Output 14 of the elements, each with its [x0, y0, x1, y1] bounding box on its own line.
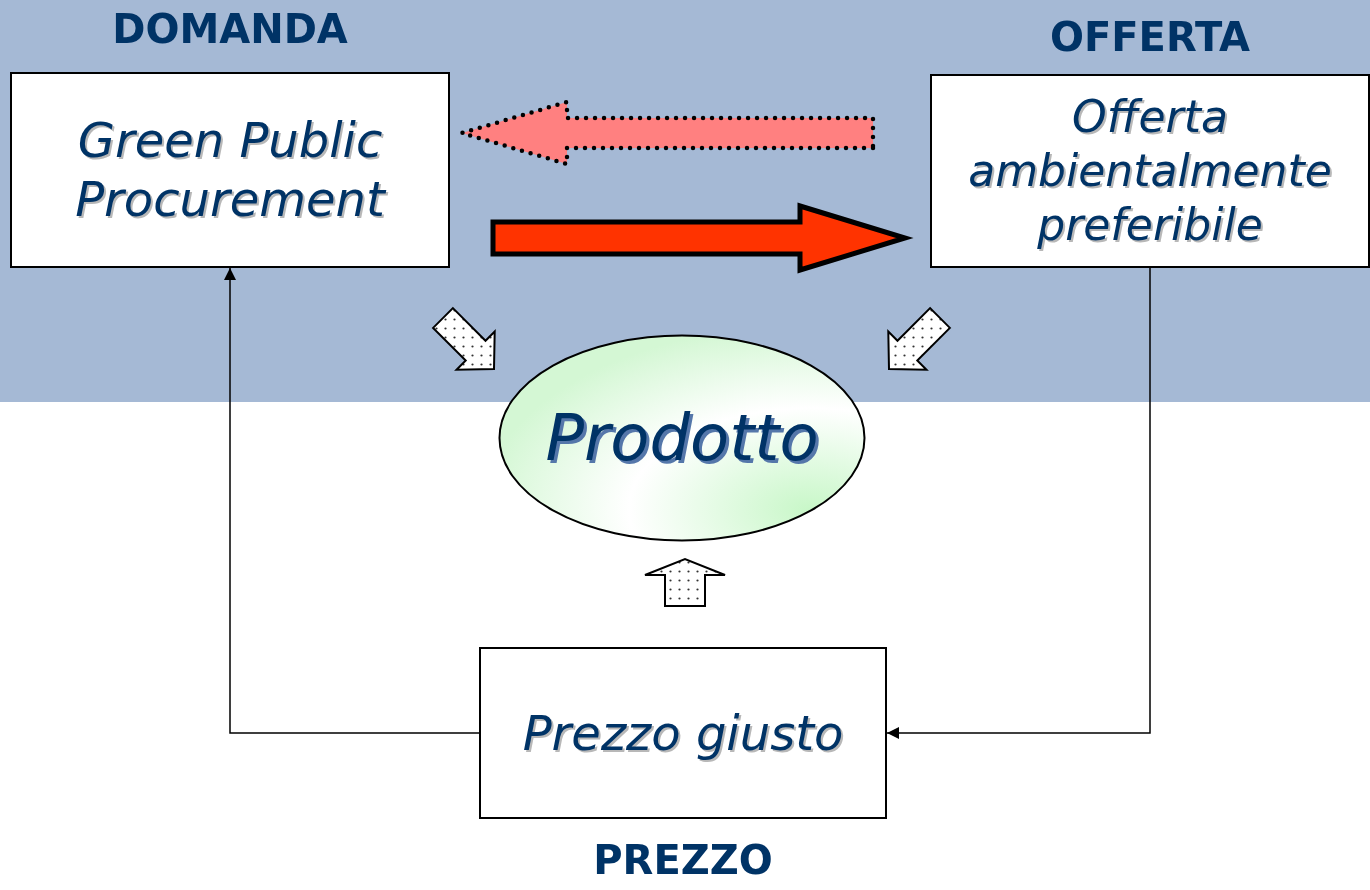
block-arrow [887, 306, 952, 371]
product-ellipse [498, 334, 866, 542]
node-text: Prodotto [544, 399, 820, 477]
connector-arrow [224, 267, 480, 734]
connector-arrow [886, 267, 1151, 739]
node-text: Prezzo giusto [521, 703, 845, 763]
section-heading: DOMANDA [111, 6, 349, 52]
block-arrow [490, 202, 914, 274]
block-arrow [431, 306, 496, 371]
section-heading: PREZZO [592, 837, 774, 883]
node-text: Offerta ambientalmente preferibile [967, 90, 1333, 252]
section-heading: OFFERTA [1048, 14, 1252, 60]
block-arrow [644, 557, 726, 607]
node-text: Green Public Procurement [74, 111, 388, 229]
